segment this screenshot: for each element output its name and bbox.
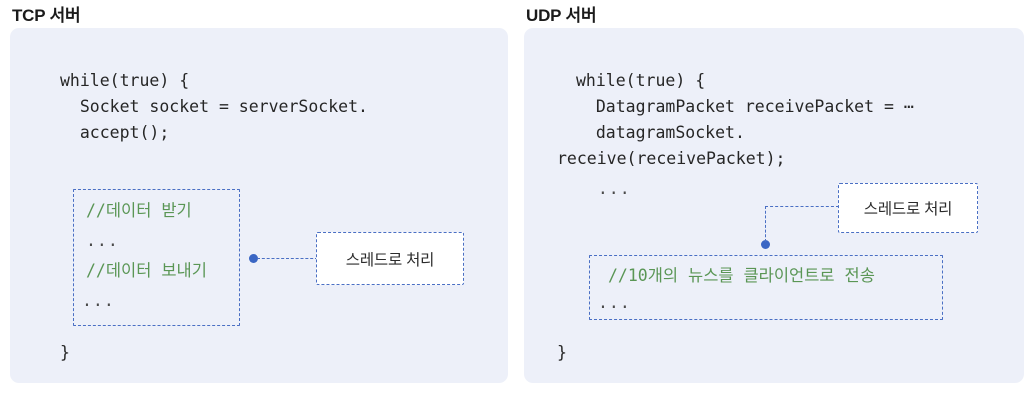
- tcp-comment-dots-1: ...: [86, 231, 119, 250]
- udp-code-line-2: DatagramPacket receivePacket = ⋯: [576, 97, 914, 116]
- udp-connector-dot: [761, 240, 770, 249]
- tcp-comment-dots-2: ...: [82, 291, 115, 310]
- udp-callout-label: 스레드로 처리: [863, 201, 953, 218]
- udp-code-line-4: receive(receivePacket);: [557, 149, 786, 168]
- page-title-udp: UDP 서버: [526, 6, 597, 25]
- udp-connector-line-horizontal: [765, 206, 839, 207]
- udp-callout: 스레드로 처리: [838, 183, 978, 233]
- page-title-tcp: TCP 서버: [12, 6, 81, 25]
- udp-code-line-3: datagramSocket.: [576, 123, 745, 142]
- udp-comment-dots-1: ...: [598, 293, 631, 312]
- tcp-comment-line-2: //데이터 보내기: [86, 261, 207, 280]
- udp-comment-box: //10개의 뉴스를 클라이언트로 전송 ...: [589, 255, 943, 320]
- tcp-comment-line-1: //데이터 받기: [86, 201, 192, 220]
- tcp-code-line-3: accept();: [60, 123, 170, 142]
- udp-panel: UDP 서버 while(true) { DatagramPacket rece…: [524, 0, 1024, 383]
- tcp-callout: 스레드로 처리: [316, 232, 464, 285]
- udp-connector-line-vertical: [765, 206, 766, 242]
- udp-code-panel: while(true) { DatagramPacket receivePack…: [524, 28, 1024, 383]
- udp-code-line-1: while(true) {: [576, 71, 706, 90]
- tcp-comment-box: //데이터 받기 ... //데이터 보내기 ...: [73, 189, 240, 326]
- tcp-code-line-1: while(true) {: [60, 71, 190, 90]
- udp-code-line-5: }: [557, 343, 567, 362]
- tcp-callout-label: 스레드로 처리: [345, 251, 435, 269]
- tcp-code-line-2: Socket socket = serverSocket.: [60, 97, 368, 116]
- udp-code-dots: ...: [576, 179, 631, 198]
- udp-comment-line-1: //10개의 뉴스를 클라이언트로 전송: [608, 266, 875, 285]
- tcp-connector-line: [257, 258, 318, 259]
- tcp-code-line-4: }: [60, 343, 70, 362]
- tcp-panel: TCP 서버 while(true) { Socket socket = ser…: [10, 0, 508, 383]
- tcp-connector-dot: [249, 254, 258, 263]
- tcp-code-panel: while(true) { Socket socket = serverSock…: [10, 28, 508, 383]
